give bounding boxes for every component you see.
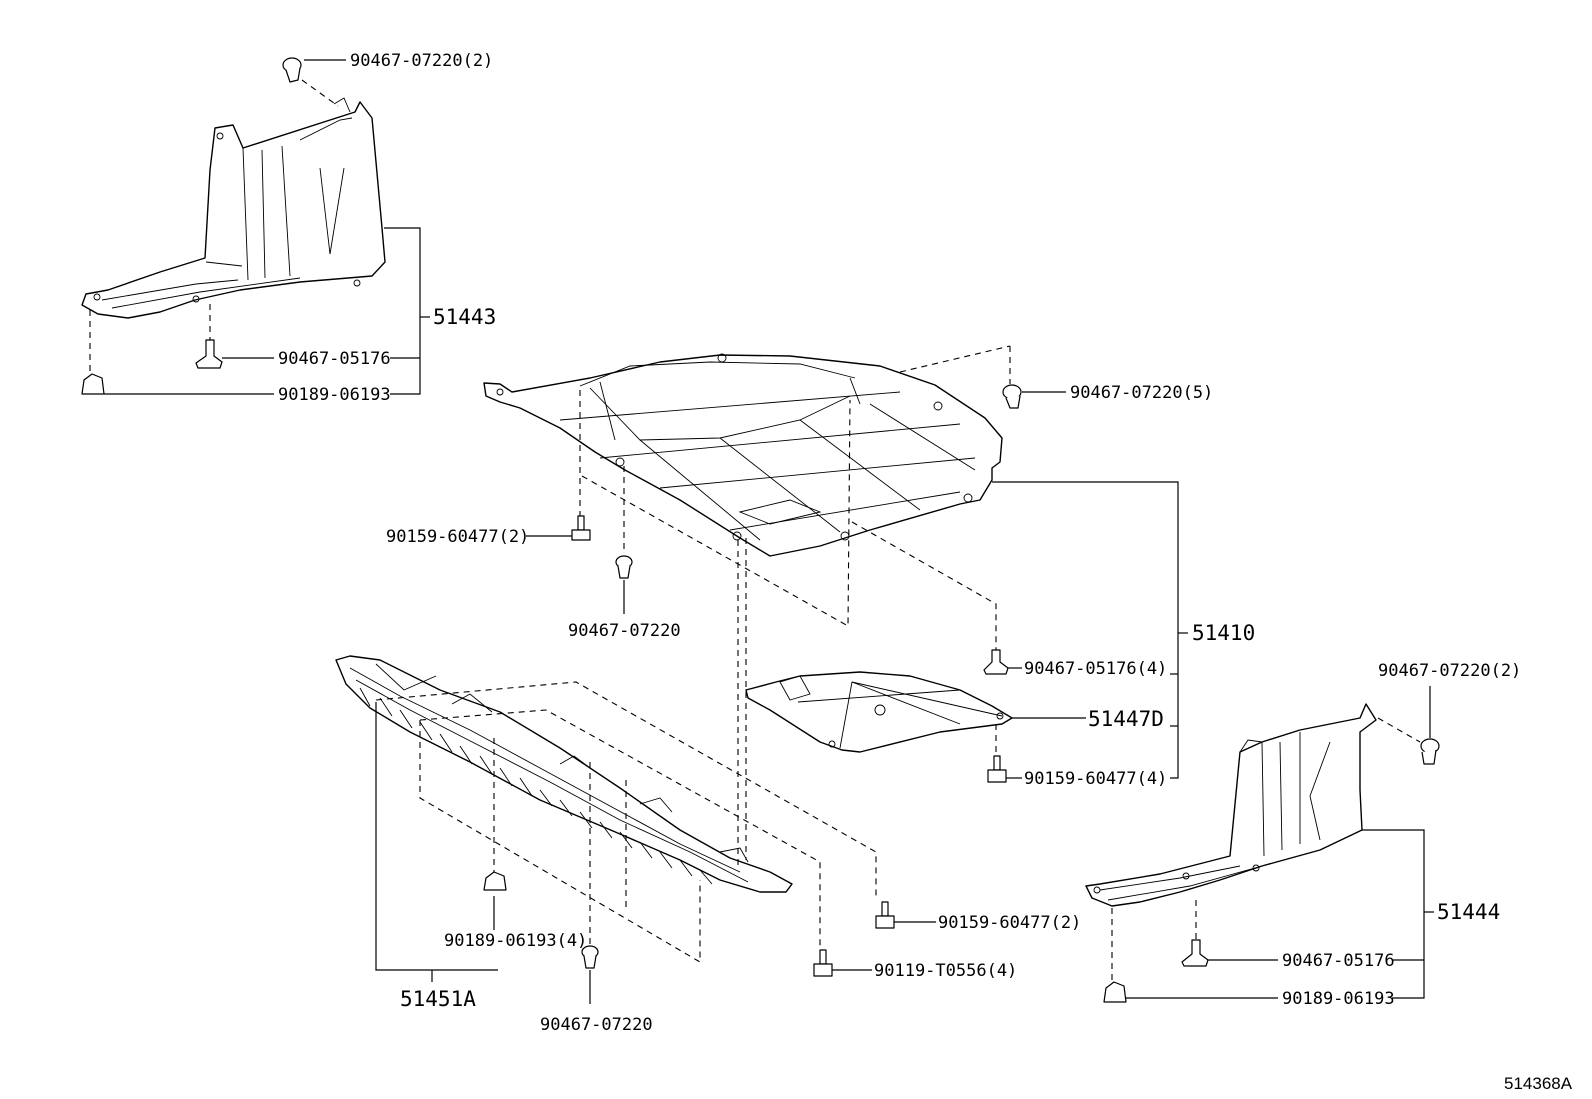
bolt-icon [875, 901, 895, 929]
plate-51447d [745, 671, 1013, 753]
bolt-icon [987, 755, 1007, 783]
assembly-label: 51451A [400, 987, 476, 1011]
shield-51444 [1085, 703, 1377, 907]
assembly-label: 51443 [433, 305, 496, 329]
grommet-icon [1181, 939, 1209, 967]
part-label: 90467-07220 [568, 621, 681, 641]
part-label: 90159-60477(2) [386, 527, 529, 547]
part-label: 90467-07220 [540, 1015, 653, 1035]
shield-51443 [81, 97, 386, 319]
nut-icon [1103, 981, 1127, 1003]
clip-icon [581, 945, 599, 969]
part-label: 90189-06193(4) [444, 931, 587, 951]
part-label: 90189-06193 [278, 385, 391, 405]
part-label: 90467-05176 [278, 349, 391, 369]
clip-icon [1002, 384, 1022, 409]
part-label: 90467-05176(4) [1024, 659, 1167, 679]
cover-51410 [483, 353, 1003, 557]
part-label: 90467-07220(2) [350, 51, 493, 71]
part-label: 90467-07220(5) [1070, 383, 1213, 403]
part-label: 90159-60477(4) [1024, 769, 1167, 789]
part-label: 90189-06193 [1282, 989, 1395, 1009]
grommet-icon [195, 339, 223, 369]
clip-icon [1420, 738, 1440, 765]
nut-icon [483, 871, 507, 891]
clip-icon [282, 57, 302, 83]
part-label: 90467-05176 [1282, 951, 1395, 971]
part-label: 90119-T0556(4) [874, 961, 1017, 981]
grommet-icon [983, 649, 1009, 675]
bolt-icon [813, 949, 833, 977]
spoiler-51451a [335, 655, 793, 893]
diagram-reference-code: 514368A [1504, 1074, 1573, 1093]
part-label: 90159-60477(2) [938, 913, 1081, 933]
assembly-label: 51410 [1192, 621, 1255, 645]
nut-icon [81, 373, 105, 395]
part-label: 90467-07220(2) [1378, 661, 1521, 681]
clip-icon [615, 555, 633, 579]
assembly-label: 51444 [1437, 900, 1500, 924]
assembly-label: 51447D [1088, 707, 1164, 731]
bolt-icon [571, 515, 591, 541]
